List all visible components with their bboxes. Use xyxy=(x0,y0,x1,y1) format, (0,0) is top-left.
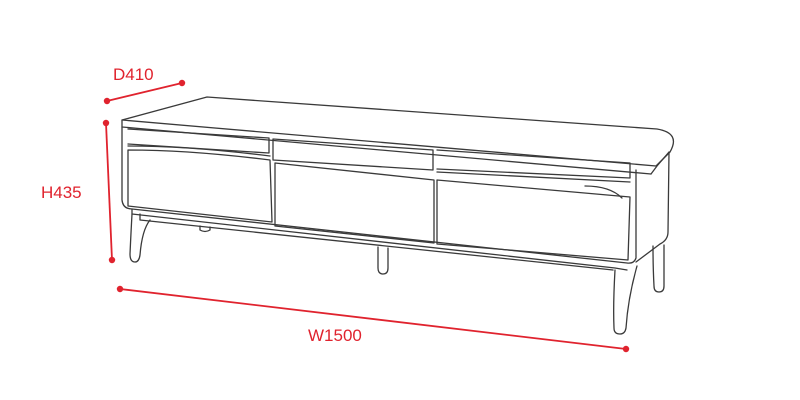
door-right xyxy=(436,179,631,261)
height-label: H435 xyxy=(41,183,82,202)
drawer-upper-middle xyxy=(272,138,434,171)
leg-back-right xyxy=(652,244,665,293)
handle-recess-right xyxy=(436,171,631,183)
depth-dimension-endpoint-end xyxy=(178,79,186,87)
dimension-lines xyxy=(102,79,630,353)
leg-back-left-foot xyxy=(199,225,211,233)
depth-dimension-endpoint-start xyxy=(103,97,111,105)
door-left xyxy=(127,149,273,223)
drawer-upper-right xyxy=(436,149,631,179)
height-dimension-line xyxy=(105,122,113,261)
cabinet-front-frame xyxy=(121,126,637,264)
height-dimension-endpoint-end xyxy=(108,256,116,264)
width-dimension-endpoint-start xyxy=(116,285,124,293)
depth-label: D410 xyxy=(113,65,154,84)
leg-back-middle xyxy=(377,246,389,275)
width-dimension-line xyxy=(119,288,627,350)
cabinet-top xyxy=(121,96,674,167)
leg-front-right xyxy=(613,265,638,335)
leg-front-left xyxy=(129,213,151,263)
height-dimension-endpoint-start xyxy=(102,119,110,127)
width-label: W1500 xyxy=(308,326,362,345)
depth-dimension-line xyxy=(106,82,183,102)
tv-cabinet-drawing xyxy=(121,96,674,335)
handle-recess xyxy=(127,145,271,157)
door-middle xyxy=(274,162,435,244)
cabinet-front-bottom-rail xyxy=(131,208,628,271)
cabinet-plinth xyxy=(139,213,614,271)
width-dimension-endpoint-end xyxy=(622,345,630,353)
cabinet-side-panel xyxy=(635,151,670,263)
